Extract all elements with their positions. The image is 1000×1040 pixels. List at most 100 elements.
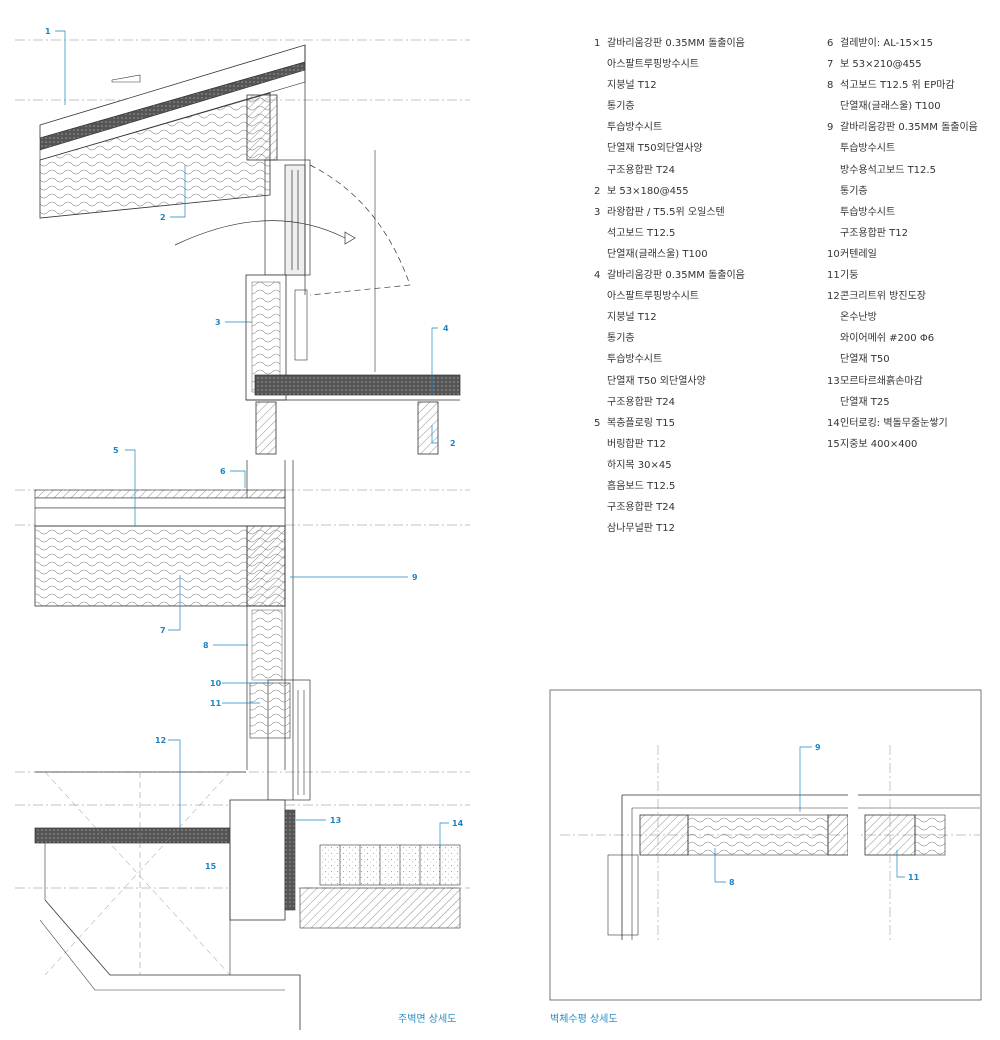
legend-text: 아스팔트루핑방수시트 (607, 291, 699, 303)
legend-number (594, 497, 607, 518)
legend-number (827, 160, 840, 181)
legend-item: 단열재(글래스울) T100 (827, 96, 978, 117)
legend-text: 복층플로링 T15 (607, 417, 676, 429)
legend-text: 아스팔트루핑방수시트 (607, 59, 699, 71)
legend-text: 모르타르쇄흙손마감 (840, 375, 923, 387)
legend-text: 지중보 400×400 (840, 438, 918, 450)
callout-8: 8 (203, 641, 209, 650)
callout-7: 7 (160, 626, 166, 635)
legend-text: 갈바리움강판 0.35MM 돌출이음 (840, 122, 978, 134)
legend-text: 통기층 (607, 333, 635, 345)
legend-item: 단열재 T25 (827, 392, 978, 413)
callout-3: 3 (215, 318, 221, 327)
callout-14: 14 (452, 819, 464, 828)
legend-number (594, 117, 607, 138)
legend-text: 구조용합판 T12 (840, 227, 909, 239)
legend-item: 8 석고보드 T12.5 위 EP마감 (827, 75, 978, 96)
legend-text: 구조용합판 T24 (607, 502, 676, 514)
legend-number (594, 286, 607, 307)
legend-text: 하지목 30×45 (607, 459, 672, 471)
legend-text: 석고보드 T12.5 위 EP마감 (840, 80, 955, 92)
legend-text: 구조용합판 T24 (607, 396, 676, 408)
legend-number (594, 223, 607, 244)
legend-number (827, 202, 840, 223)
legend-text: 버링합판 T12 (607, 438, 666, 450)
legend-text: 단열재 T50외단열사양 (607, 143, 703, 155)
legend-text: 단열재 T50 (840, 354, 890, 366)
legend-number (594, 307, 607, 328)
legend-item: 통기층 (827, 181, 978, 202)
legend-text: 투습방수시트 (607, 354, 663, 366)
legend-number (594, 392, 607, 413)
legend-number: 6 (827, 38, 834, 49)
legend-text: 인터로킹: 벽돌무줄눈쌓기 (840, 417, 948, 429)
callout-13: 13 (330, 816, 341, 825)
legend-number (594, 96, 607, 117)
section-caption: 주벽면 상세도 (398, 1014, 457, 1025)
legend-number: 1 (594, 38, 601, 49)
legend-number (827, 96, 840, 117)
legend-number (594, 54, 607, 75)
legend-item: 지붕널 T12 (594, 75, 745, 96)
legend-item: 단열재 T50 (827, 349, 978, 370)
legend-text: 콘크리트위 방진도장 (840, 291, 926, 303)
legend-text: 갈바리움강판 0.35MM 돌출이음 (607, 270, 745, 282)
legend-number: 11 (827, 270, 840, 282)
legend-number: 4 (594, 270, 601, 282)
legend-text: 와이어메쉬 #200 Φ6 (840, 333, 935, 345)
legend-number: 14 (827, 417, 840, 429)
legend-number: 8 (827, 80, 834, 92)
callout-2b: 2 (450, 439, 456, 448)
legend-text: 투습방수시트 (840, 143, 896, 155)
callout-15: 15 (205, 862, 217, 871)
callout-leaders (55, 30, 905, 883)
plan-callout-9: 9 (815, 743, 821, 752)
callout-11: 11 (210, 699, 222, 708)
legend-text: 통기층 (840, 185, 868, 197)
legend-number: 5 (594, 417, 601, 429)
callout-10: 10 (210, 679, 222, 688)
roof-assembly (39, 44, 306, 219)
legend-text: 흡음보드 T12.5 (607, 480, 676, 492)
legend-item: 삼나무널판 T12 (594, 518, 745, 539)
legend-text: 기둥 (840, 270, 859, 282)
legend-text: 삼나무널판 T12 (607, 523, 676, 535)
legend-number (827, 392, 840, 413)
callout-6: 6 (220, 467, 226, 476)
plan-caption: 벽체수평 상세도 (550, 1014, 618, 1025)
legend-number: 13 (827, 375, 840, 387)
legend-text: 지붕널 T12 (607, 312, 657, 324)
legend-number (594, 434, 607, 455)
legend-number: 3 (594, 206, 601, 218)
legend-item: 단열재 T50 외단열사양 (594, 371, 745, 392)
legend-item: 투습방수시트 (827, 202, 978, 223)
legend-number (827, 349, 840, 370)
callout-5: 5 (113, 446, 119, 455)
legend-item: 단열재(글래스울) T100 (594, 244, 745, 265)
legend-number (827, 328, 840, 349)
legend-number (827, 307, 840, 328)
plan-detail-drawing (549, 689, 982, 1001)
legend-item: 투습방수시트 (827, 138, 978, 159)
legend-item: 와이어메쉬 #200 Φ6 (827, 328, 978, 349)
legend-number (594, 75, 607, 96)
legend-item: 아스팔트루핑방수시트 (594, 286, 745, 307)
legend-item: 4 갈바리움강판 0.35MM 돌출이음 (594, 265, 745, 286)
legend-text: 단열재(글래스울) T100 (607, 248, 708, 260)
legend-text: 방수용석고보드 T12.5 (840, 164, 936, 176)
plan-callout-11: 11 (908, 873, 920, 882)
legend-number (594, 476, 607, 497)
plan-callout-8: 8 (729, 878, 735, 887)
legend-item: 아스팔트루핑방수시트 (594, 54, 745, 75)
legend-item: 방수용석고보드 T12.5 (827, 160, 978, 181)
legend-text: 갈바리움강판 0.35MM 돌출이음 (607, 38, 745, 49)
